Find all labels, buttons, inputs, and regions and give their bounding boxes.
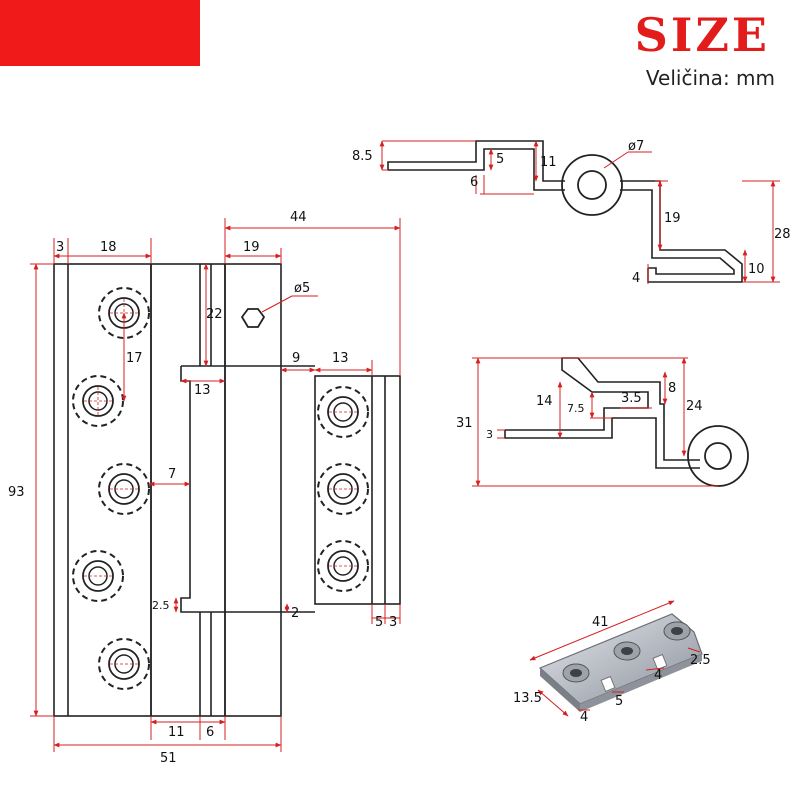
hole-6 bbox=[317, 386, 369, 438]
dim-13a: 13 bbox=[194, 383, 211, 398]
dim-3-side: 3 bbox=[486, 428, 493, 441]
dim-22: 22 bbox=[206, 307, 223, 322]
hole-centerlines bbox=[84, 299, 357, 665]
plate-hole-1 bbox=[562, 663, 590, 683]
dim-13-5: 13.5 bbox=[513, 691, 542, 706]
dim-18: 18 bbox=[100, 240, 117, 255]
top-profile-dimension-lines bbox=[379, 140, 780, 284]
dim-3: 3 bbox=[56, 240, 64, 255]
dim-4-top: 4 bbox=[632, 271, 640, 286]
top-profile-view bbox=[387, 140, 743, 283]
side-profile-dimension-lines bbox=[472, 357, 718, 487]
plate-dimension-lines bbox=[529, 600, 701, 717]
dim-9: 9 bbox=[292, 351, 300, 366]
pin-barrel-inner bbox=[577, 170, 607, 200]
side-pin-barrel-inner bbox=[704, 442, 732, 470]
dim-51: 51 bbox=[160, 751, 177, 766]
dim-5-plate: 5 bbox=[615, 694, 623, 709]
plate-hole-2 bbox=[613, 641, 641, 661]
dim-14: 14 bbox=[536, 394, 553, 409]
dim-28: 28 bbox=[774, 227, 791, 242]
plate-labels: 41 13.5 4 5 4 2.5 bbox=[513, 615, 711, 725]
hinge-front-view bbox=[53, 263, 401, 717]
dim-8-side: 8 bbox=[668, 381, 676, 396]
side-profile-labels: 31 14 7.5 3.5 8 24 3 bbox=[456, 381, 703, 441]
unit-label: Veličina: mm bbox=[645, 66, 775, 90]
knuckle-outline bbox=[150, 263, 226, 717]
hole-8 bbox=[317, 540, 369, 592]
dim-2-5-plate: 2.5 bbox=[690, 653, 711, 668]
dim-41: 41 bbox=[592, 615, 609, 630]
hole-5 bbox=[98, 638, 150, 690]
hole-2 bbox=[72, 375, 124, 427]
red-banner bbox=[0, 0, 200, 66]
dim-6: 6 bbox=[206, 725, 214, 740]
hole-4 bbox=[72, 550, 124, 602]
dim-19: 19 bbox=[243, 240, 260, 255]
dim-44: 44 bbox=[290, 210, 307, 225]
dim-d5: ø5 bbox=[294, 281, 310, 296]
dim-24: 24 bbox=[686, 399, 703, 414]
screw-plate-outline bbox=[314, 375, 401, 605]
dim-5: 5 bbox=[375, 615, 383, 630]
dim-3b: 3 bbox=[389, 615, 397, 630]
dim-13b: 13 bbox=[332, 351, 349, 366]
pin-barrel-outer bbox=[561, 154, 623, 216]
hole-3 bbox=[98, 463, 150, 515]
dim-6-top: 6 bbox=[470, 175, 478, 190]
dim-31: 31 bbox=[456, 416, 473, 431]
dim-17: 17 bbox=[126, 351, 143, 366]
dim-4-plate-b: 4 bbox=[654, 668, 662, 683]
dim-2-5: 2.5 bbox=[152, 599, 170, 612]
top-profile-labels: 8.5 5 6 11 ø7 19 28 4 10 bbox=[352, 139, 791, 286]
dim-93: 93 bbox=[8, 485, 25, 500]
dim-10: 10 bbox=[748, 262, 765, 277]
page-title: SIZE bbox=[634, 8, 770, 62]
dim-11-top: 11 bbox=[540, 155, 557, 170]
side-profile-view bbox=[504, 357, 749, 487]
hole-7 bbox=[317, 463, 369, 515]
dim-5-top: 5 bbox=[496, 152, 504, 167]
front-dimension-lines bbox=[30, 218, 401, 752]
pin-hole bbox=[240, 308, 266, 328]
dim-2: 2 bbox=[291, 606, 299, 621]
dim-11: 11 bbox=[168, 725, 185, 740]
dim-7-5: 7.5 bbox=[567, 402, 585, 415]
plate-hole-3 bbox=[663, 621, 691, 641]
right-leaf-outline bbox=[224, 263, 282, 717]
dim-8-5: 8.5 bbox=[352, 149, 373, 164]
side-pin-barrel-outer bbox=[687, 425, 749, 487]
dim-19-top: 19 bbox=[664, 211, 681, 226]
dim-7: 7 bbox=[168, 467, 176, 482]
dim-4-plate-a: 4 bbox=[580, 710, 588, 725]
front-dimension-labels: 93 3 18 44 19 22 ø5 17 13 9 13 7 2.5 2 5… bbox=[8, 210, 397, 766]
dim-3-5: 3.5 bbox=[621, 391, 642, 406]
countersunk-holes bbox=[72, 287, 369, 690]
dim-d7: ø7 bbox=[628, 139, 644, 154]
